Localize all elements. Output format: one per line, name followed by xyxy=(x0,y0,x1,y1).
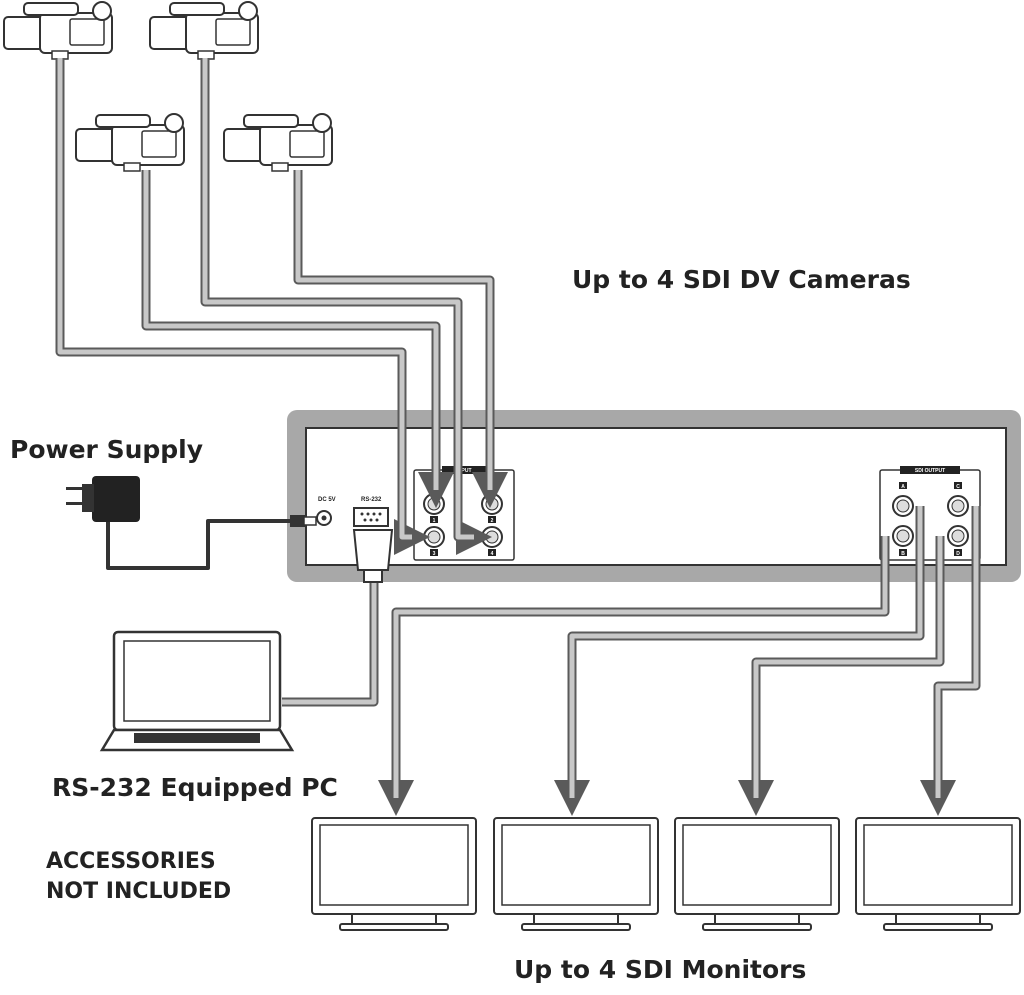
output-port-c xyxy=(947,495,969,517)
monitor-icon-2 xyxy=(493,817,659,931)
camera-cables xyxy=(55,58,508,555)
dc-label: DC 5V xyxy=(318,497,336,503)
output-port-label-a: A xyxy=(901,484,905,490)
input-port-2 xyxy=(481,493,503,515)
input-port-label-4: 4 xyxy=(491,551,494,557)
monitor-icon-1 xyxy=(311,817,477,931)
rs232-cable xyxy=(282,529,394,707)
camera-icon-2 xyxy=(149,1,259,60)
monitor-icon-4 xyxy=(855,817,1021,931)
input-port-3 xyxy=(423,526,445,548)
camera-icon-1 xyxy=(3,1,113,60)
input-port-4 xyxy=(481,526,503,548)
rs232-port: RS-232 xyxy=(353,497,389,527)
output-port-d xyxy=(947,525,969,547)
input-port-label-1: 1 xyxy=(433,518,436,524)
pc-label: RS-232 Equipped PC xyxy=(52,773,338,802)
cameras-label: Up to 4 SDI DV Cameras xyxy=(572,265,911,294)
input-panel: INPUT 1 2 3 4 xyxy=(413,466,515,561)
input-port-label-3: 3 xyxy=(433,551,436,557)
output-panel-label: SDI OUTPUT xyxy=(915,468,945,474)
monitor-cables xyxy=(378,506,981,816)
power-adapter-icon xyxy=(66,476,317,570)
laptop-icon xyxy=(99,630,295,752)
sdi-output-panel: SDI OUTPUT A C B D xyxy=(879,466,981,561)
output-port-a xyxy=(892,495,914,517)
camera-icon-4 xyxy=(223,113,333,172)
power-supply-label: Power Supply xyxy=(10,435,203,464)
accessories-label-line1: ACCESSORIES xyxy=(46,849,216,874)
monitor-icon-3 xyxy=(674,817,840,931)
rs232-label: RS-232 xyxy=(361,497,382,503)
monitors-label: Up to 4 SDI Monitors xyxy=(514,955,806,984)
output-port-label-b: B xyxy=(901,551,905,557)
output-port-label-c: C xyxy=(956,484,960,490)
matrix-device: DC 5V RS-232 INPUT 1 2 3 xyxy=(287,410,1021,582)
output-port-label-d: D xyxy=(956,551,960,557)
input-panel-label: INPUT xyxy=(457,468,472,474)
dc-power-port: DC 5V xyxy=(316,497,336,526)
accessories-label-line2: NOT INCLUDED xyxy=(46,879,231,904)
input-port-label-2: 2 xyxy=(491,518,494,524)
camera-icon-3 xyxy=(75,113,185,172)
input-port-1 xyxy=(423,493,445,515)
output-port-b xyxy=(892,525,914,547)
